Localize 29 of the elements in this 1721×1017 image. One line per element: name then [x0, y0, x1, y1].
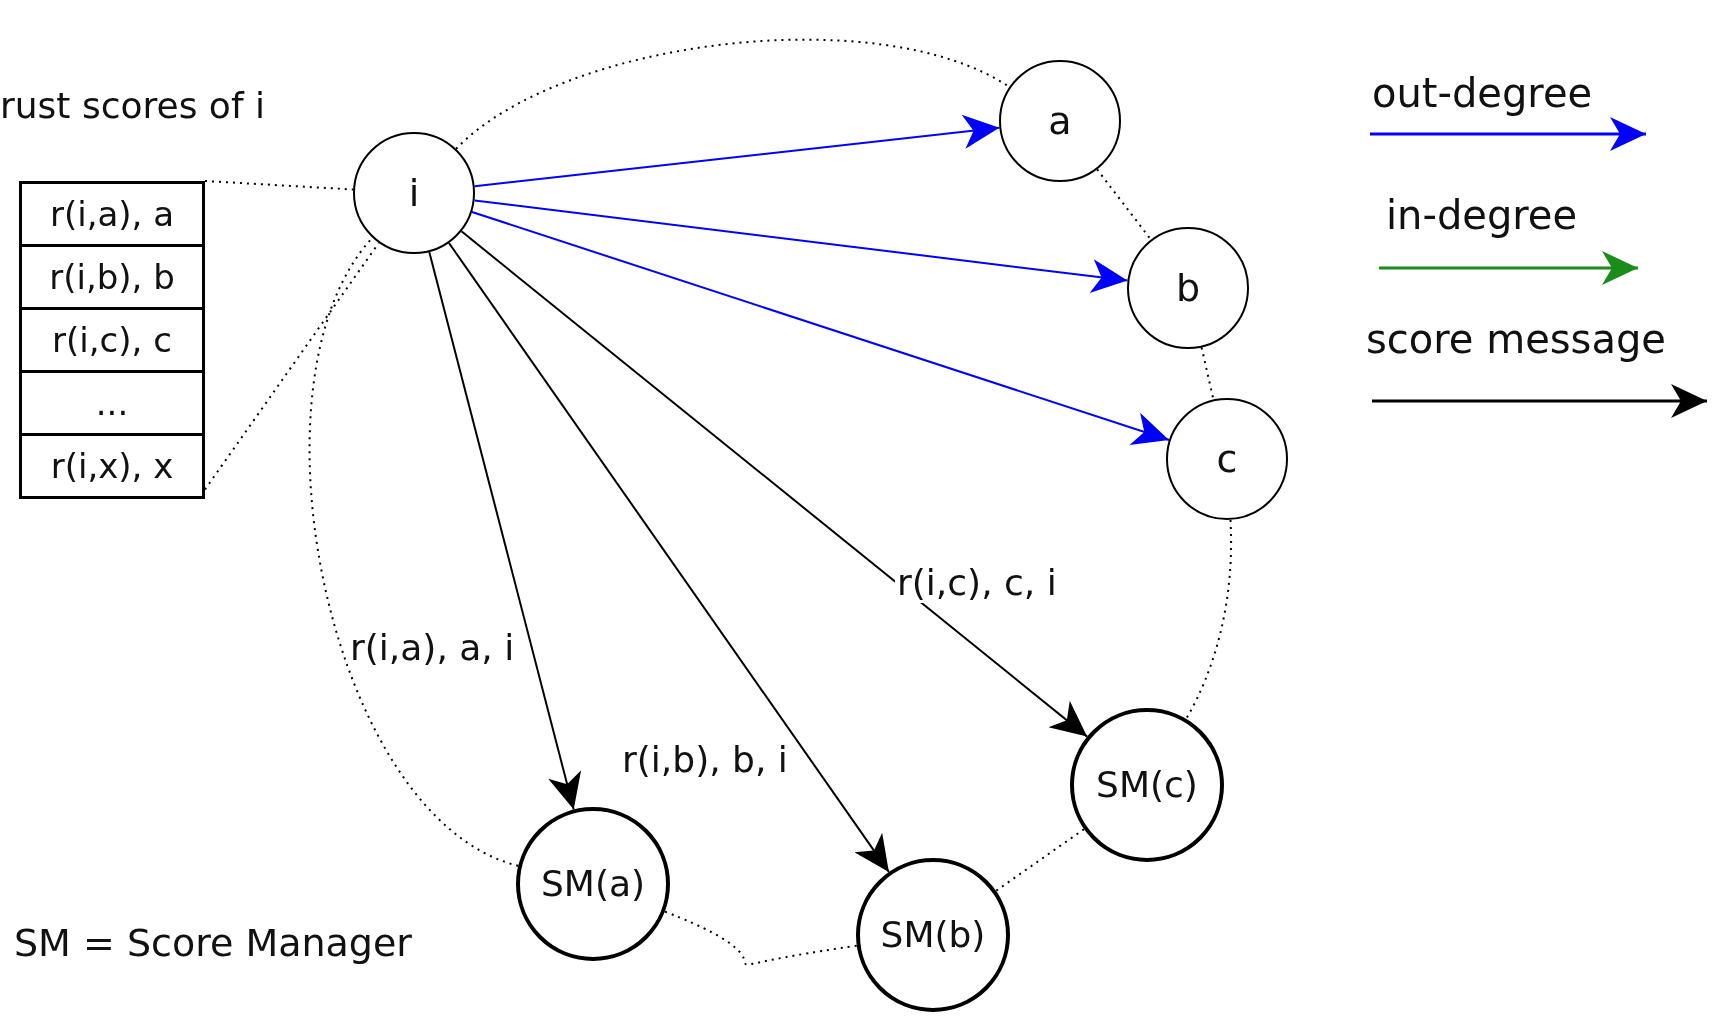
arrow [428, 251, 582, 811]
node-label: SM(a) [540, 866, 646, 902]
legend-label: out-degree [1372, 70, 1593, 116]
table-cell: r(i,x), x [22, 433, 202, 496]
node-label: b [1175, 269, 1201, 307]
score-table [19, 181, 205, 499]
arrow [447, 242, 890, 873]
arrow [473, 199, 1129, 294]
legend-label: in-degree [1386, 192, 1578, 238]
node-label: SM(c) [1096, 767, 1198, 803]
caption-text: SM = Score Manager [14, 922, 412, 966]
caption-text: rust scores of i [0, 85, 265, 127]
dotted-line [204, 180, 355, 191]
arrow [471, 210, 1170, 445]
arrow [460, 230, 1089, 738]
arrow [473, 114, 1001, 188]
node-label: a [1048, 102, 1072, 140]
table-cell-text: r(i,a), a [48, 193, 175, 236]
legend-label: score message [1366, 316, 1666, 362]
node-label: c [1216, 440, 1238, 478]
node-label: i [408, 174, 420, 212]
table-cell: r(i,b), b [22, 244, 202, 307]
dotted-line [663, 910, 858, 966]
node-label: SM(b) [880, 917, 986, 953]
table-cell: r(i,c), c [22, 307, 202, 370]
dotted-line [1185, 518, 1233, 720]
dotted-line [1096, 168, 1152, 241]
dotted-line [995, 828, 1085, 892]
table-cell: ... [22, 370, 202, 433]
